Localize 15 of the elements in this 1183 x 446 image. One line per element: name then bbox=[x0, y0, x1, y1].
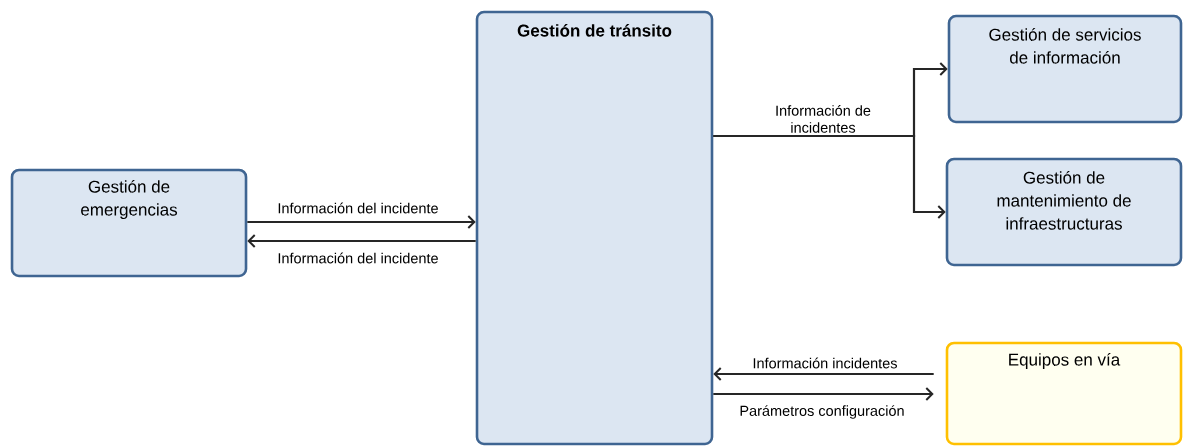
process-box: Gestión de tránsito bbox=[475, 10, 714, 446]
arrow bbox=[247, 234, 476, 248]
process-box: Gestión de servicios de información bbox=[947, 14, 1183, 124]
edge-label: Información de incidentes bbox=[776, 104, 871, 133]
process-box: Gestión de emergencias bbox=[10, 168, 248, 278]
process-box: Gestión de mantenimiento de infraestructuras bbox=[945, 157, 1183, 267]
arrow bbox=[713, 387, 934, 401]
process-box: Equipos en vía bbox=[945, 341, 1183, 446]
edge-label: Información del incidente bbox=[278, 252, 438, 264]
arrow bbox=[247, 215, 476, 229]
arrow bbox=[713, 134, 946, 219]
edge-label: Información del incidente bbox=[278, 202, 438, 214]
edge-label: Parámetros configuración bbox=[740, 405, 904, 419]
arrow bbox=[713, 367, 934, 381]
edge-label: Información incidentes bbox=[753, 357, 897, 369]
